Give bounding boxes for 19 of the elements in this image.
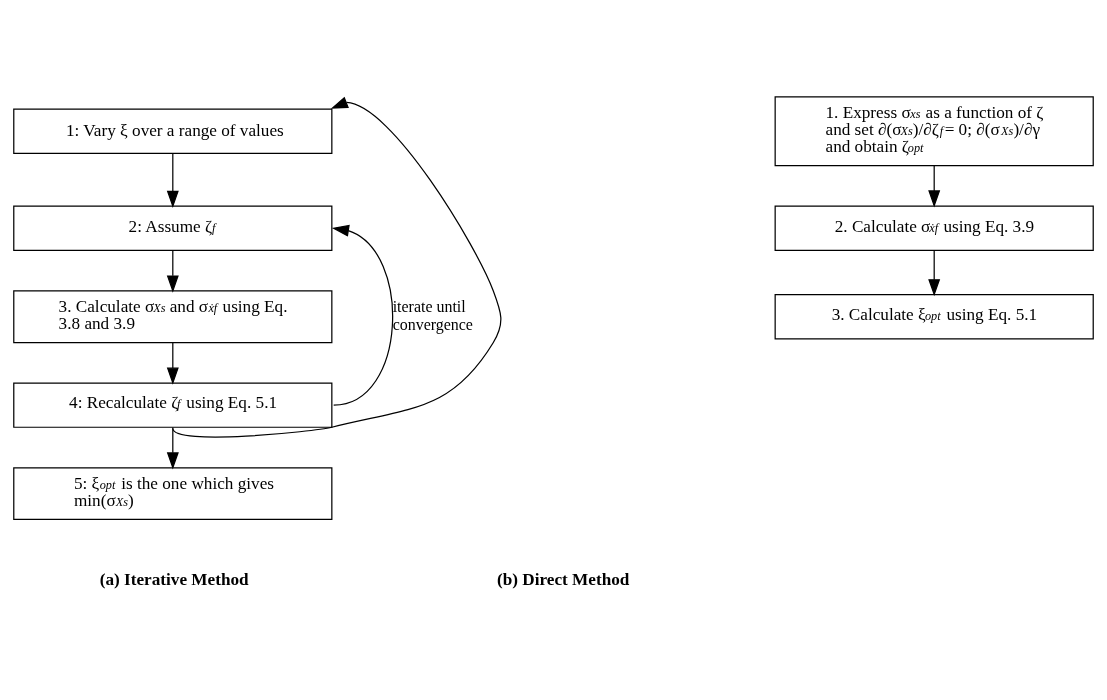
node-box: 5: ξopt is the one which gives min(σXs) [13, 466, 333, 520]
label: (a) Iterative Method [99, 569, 249, 589]
arrow [166, 249, 179, 293]
node-box: 3. Calculate σXs and σẋf using Eq. 3.8 and 3.9 [13, 289, 333, 343]
arrow [166, 152, 179, 208]
label: (b) Direct Method [497, 569, 630, 589]
node-box: 3. Calculate ξopt using Eq. 5.1 [774, 293, 1094, 339]
node-box: 4: Recalculate ζf using Eq. 5.1 [13, 381, 333, 428]
node-box: 1. Express σxs as a function of ζ and set ∂(σXs)/∂ζf= 0; ∂(σXs)/∂γ and obtain ζopt [774, 95, 1094, 166]
arrow [928, 249, 941, 296]
arrow [928, 165, 941, 208]
arrow [331, 224, 393, 406]
arrow [166, 341, 179, 385]
node-box: 2. Calculate σẋf using Eq. 3.9 [774, 205, 1094, 251]
node-box: 1: Vary ξ over a range of values [13, 108, 333, 154]
arrow [172, 96, 502, 438]
node-box: 2: Assume ζf [13, 205, 333, 251]
edge-label: iterate until convergence [392, 297, 473, 332]
arrow [166, 426, 179, 470]
